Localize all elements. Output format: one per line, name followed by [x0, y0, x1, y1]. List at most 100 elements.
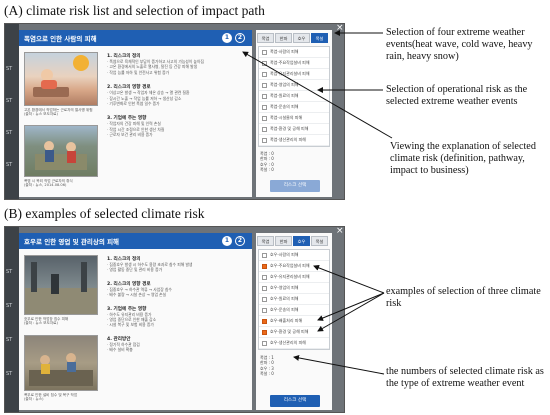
risk-item-label: 호우-주요작업설비 피해 [270, 263, 310, 268]
risk-checkbox[interactable] [262, 329, 267, 335]
risk-item[interactable]: 폭염-유지관리설비 피해 [259, 69, 329, 80]
risk-item[interactable]: 호우-배출처리 피해 [259, 316, 329, 327]
risk-item[interactable]: 폭염-생산관리의 피해 [259, 135, 329, 146]
select-risk-button[interactable]: 리스크 선택 [270, 395, 320, 407]
page-button-2[interactable]: 2 [235, 236, 245, 246]
count-heavysnow: 폭설 : 0 [260, 370, 274, 376]
risk-item-label: 호우-원료의 피해 [270, 296, 299, 301]
page-button-2[interactable]: 2 [235, 33, 245, 43]
risk-item[interactable]: 호우-사람의 피해 [259, 250, 329, 261]
annotation-tabs: Selection of four extreme weather events… [386, 27, 533, 62]
risk-checkbox[interactable] [262, 126, 267, 132]
count-heatwave: 폭염 : 1 [260, 355, 274, 360]
risk-item-label: 호우-운송의 피해 [270, 307, 299, 312]
risk-checkbox[interactable] [262, 307, 267, 313]
close-icon[interactable]: × [336, 226, 344, 236]
risk-item[interactable]: 호우-영업의 피해 [259, 283, 329, 294]
risk-item-label: 폭염-시설물의 피해 [270, 115, 303, 120]
risk-item[interactable]: 폭염-원료의 피해 [259, 91, 329, 102]
risk-checkbox[interactable] [262, 60, 267, 66]
page-button-1[interactable]: 1 [222, 236, 232, 246]
explanation-line: · 장시간 노출 → 작업 능률 저하 → 생산성 감소 [107, 95, 182, 101]
side-label: ST [6, 303, 13, 309]
risk-item[interactable]: 호우-생산관리의 피해 [259, 338, 329, 349]
side-label: ST [6, 337, 13, 343]
risk-checkbox[interactable] [262, 71, 267, 77]
side-label: ST [6, 66, 13, 72]
risk-item-label: 호우-영업의 피해 [270, 285, 299, 290]
risk-checkbox[interactable] [262, 82, 267, 88]
annotation-counts: the numbers of selected climate risk as … [386, 366, 544, 389]
count-coldwave: 한파 : 0 [260, 156, 274, 162]
risk-item[interactable]: 호우-유지관리설비 피해 [259, 272, 329, 283]
risk-item[interactable]: 호우-운송의 피해 [259, 305, 329, 316]
explanation-line: · 하수도 유지관리 비용 증가 [107, 311, 152, 317]
risk-item[interactable]: 호우-주요작업설비 피해 [259, 261, 329, 272]
tab-heavysnow[interactable]: 폭설 [311, 33, 328, 43]
risk-checkbox[interactable] [262, 285, 267, 291]
repair-photo [24, 335, 98, 391]
tab-coldwave[interactable]: 한파 [275, 33, 292, 43]
side-label: ST [6, 371, 13, 377]
risk-item[interactable]: 폭염-주요작업설비 피해 [259, 58, 329, 69]
detail-panel: 호우로 인한 영업 및 관리상의 피해 1 2 호우로 인한 작업장 침수 피해… [19, 233, 252, 410]
explanation-line: · 근로자 보건 관리 비용 증가 [107, 132, 153, 138]
explanation-line: · 시설 복구 및 보험 비용 증가 [107, 322, 154, 328]
count-coldwave: 한파 : 0 [260, 360, 274, 366]
tab-heatwave[interactable]: 폭염 [257, 236, 274, 246]
annotation-three-risks: examples of selection of three climate r… [386, 286, 541, 309]
side-strip: ST ST ST ST [5, 24, 19, 199]
tab-heavysnow[interactable]: 폭설 [311, 236, 328, 246]
risk-item-label: 폭염-유지관리설비 피해 [270, 71, 310, 76]
section-b-title: (B) examples of selected climate risk [4, 206, 205, 221]
count-heavyrain: 호우 : 3 [260, 365, 274, 371]
photo-caption: 고온 환경에서 작업하는 근로자의 열사병 위험(출처 : 뉴스 보도자료) [24, 108, 93, 117]
count-heavysnow: 폭설 : 0 [260, 166, 274, 172]
close-icon[interactable]: × [336, 23, 344, 33]
risk-item-label: 폭염-영업의 피해 [270, 82, 299, 87]
risk-explanation: 1. 리스크의 정의 · 집중호우 발생 시 하수도 용량 초과로 침수 피해 … [107, 253, 247, 353]
risk-item-label: 폭염-생산관리의 피해 [270, 137, 306, 142]
risk-title: 폭염으로 인한 사람의 피해 [24, 35, 97, 43]
select-risk-button[interactable]: 리스크 선택 [270, 180, 320, 192]
risk-item[interactable]: 호우-환경 및 공해 피해 [259, 327, 329, 338]
section-heading: 3. 기업에 주는 영향 [107, 306, 147, 312]
risk-checkbox[interactable] [262, 137, 267, 143]
risk-item[interactable]: 폭염-환경 및 공해 피해 [259, 124, 329, 135]
risk-item[interactable]: 폭염-운송의 피해 [259, 102, 329, 113]
risk-checkbox[interactable] [262, 340, 267, 346]
risk-checkbox[interactable] [262, 296, 267, 302]
risk-checkbox[interactable] [262, 274, 267, 280]
risk-item-label: 폭염-주요작업설비 피해 [270, 60, 310, 65]
risk-checkbox[interactable] [262, 115, 267, 121]
tab-heavyrain[interactable]: 호우 [293, 236, 310, 246]
risk-checkbox[interactable] [262, 104, 267, 110]
explanation-line: · 기후변화로 인한 폭염 일수 증가 [107, 101, 160, 107]
risk-checkbox[interactable] [262, 252, 267, 258]
risk-checkbox[interactable] [262, 93, 267, 99]
tab-heavyrain[interactable]: 호우 [293, 33, 310, 43]
risk-item-label: 호우-배출처리 피해 [270, 318, 303, 323]
tab-coldwave[interactable]: 한파 [275, 236, 292, 246]
selected-counts: 폭염 : 0 한파 : 0 호우 : 0 폭설 : 0 [260, 151, 274, 172]
risk-checkbox[interactable] [262, 263, 267, 269]
outdoor-work-photo [24, 125, 98, 177]
risk-item-label: 폭염-운송의 피해 [270, 104, 299, 109]
risk-checkbox[interactable] [262, 318, 267, 324]
side-label: ST [6, 269, 13, 275]
risk-item[interactable]: 폭염-시설물의 피해 [259, 113, 329, 124]
risk-item[interactable]: 폭염-사람의 피해 [259, 47, 329, 58]
photo-caption: 폭염 시 옥외 작업 근로자의 휴식(출처 : 뉴스, 2014.08.06) [24, 179, 73, 188]
flood-photo [24, 255, 98, 315]
explanation-line: · 작업자의 건강 피해 및 인력 손실 [107, 121, 161, 127]
risk-item[interactable]: 폭염-영업의 피해 [259, 80, 329, 91]
annotation-explanation: Viewing the explanation of selected clim… [390, 141, 536, 176]
risk-item-label: 호우-사람의 피해 [270, 252, 299, 257]
count-heatwave: 폭염 : 0 [260, 151, 274, 156]
risk-item-label: 폭염-환경 및 공해 피해 [270, 126, 309, 131]
page-button-1[interactable]: 1 [222, 33, 232, 43]
tab-heatwave[interactable]: 폭염 [257, 33, 274, 43]
screen-a: ST ST ST ST × 폭염으로 인한 사람의 피해 1 2 고온 환경에서… [4, 23, 345, 200]
risk-item[interactable]: 호우-원료의 피해 [259, 294, 329, 305]
risk-checkbox[interactable] [262, 49, 267, 55]
